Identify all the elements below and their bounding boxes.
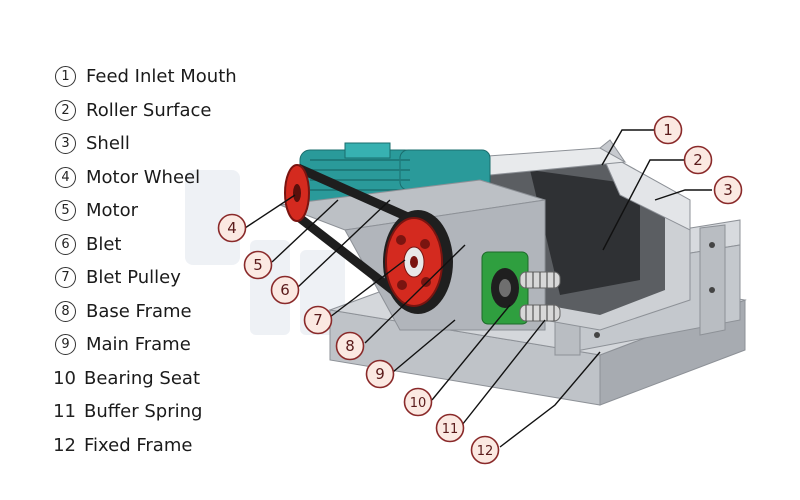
legend-number: 2: [55, 99, 76, 121]
legend-number: 1: [55, 66, 76, 88]
callout-4: 4: [217, 213, 247, 243]
legend-item: 1 Feed Inlet Mouth: [48, 60, 298, 94]
callout-number: 9: [375, 365, 385, 383]
leader-9: [392, 319, 456, 373]
callout-number: 3: [723, 181, 733, 199]
callout-circle: [683, 145, 713, 175]
callout-1: 1: [653, 115, 683, 145]
callout-number: 8: [345, 337, 355, 355]
callout-number: 5: [253, 256, 263, 274]
callout-circle: [403, 387, 433, 417]
leader-7: [329, 259, 406, 318]
legend-label: Bearing Seat: [84, 367, 200, 389]
legend-item: 8 Base Frame: [48, 295, 298, 329]
legend-item: 11 Buffer Spring: [48, 395, 298, 429]
leader-4: [244, 194, 296, 229]
legend-item: 10 Bearing Seat: [48, 362, 298, 396]
callout-circle: [243, 250, 273, 280]
callout-circle: [653, 115, 683, 145]
legend-item: 6 Blet: [48, 228, 298, 262]
legend-label: Motor Wheel: [86, 166, 201, 188]
callout-circle: [470, 435, 500, 465]
callout-number: 1: [663, 121, 673, 139]
legend-label: Base Frame: [86, 300, 192, 322]
legend-label: Main Frame: [86, 334, 191, 356]
callout-circle: [303, 305, 333, 335]
callout-number: 10: [410, 396, 427, 411]
legend-number: 7: [55, 267, 76, 289]
legend-number: 8: [55, 300, 76, 322]
callout-circle: [217, 213, 247, 243]
leader-11: [461, 319, 546, 426]
legend-item: 3 Shell: [48, 127, 298, 161]
callout-number: 2: [693, 151, 703, 169]
callout-circle: [435, 413, 465, 443]
leader-2: [602, 159, 685, 251]
leader-5: [271, 199, 339, 263]
leader-lines: [244, 129, 712, 448]
legend-number: 9: [55, 334, 76, 356]
belt-pulley: [383, 210, 453, 314]
motor-wheel: [284, 164, 310, 222]
leader-1: [601, 129, 658, 166]
legend-number: 10: [53, 367, 76, 389]
legend-label: Feed Inlet Mouth: [86, 66, 237, 88]
callout-circle: [713, 175, 743, 205]
legend-number: 3: [55, 133, 76, 155]
buffer-spring: [519, 271, 561, 322]
callout-number: 4: [227, 219, 237, 237]
callout-12: 12: [470, 435, 500, 465]
callout-number: 7: [313, 311, 323, 329]
legend-label: Motor: [86, 200, 139, 222]
legend-number: 4: [55, 166, 76, 188]
legend-item: 7 Blet Pulley: [48, 261, 298, 295]
legend-label: Blet: [86, 233, 122, 255]
legend-number: 11: [53, 401, 76, 423]
leader-8: [364, 244, 466, 344]
callout-9: 9: [365, 359, 395, 389]
callout-number: 12: [477, 444, 494, 459]
callout-circle: [365, 359, 395, 389]
callout-6: 6: [270, 275, 300, 305]
legend-number: 6: [55, 233, 76, 255]
legend-label: Buffer Spring: [84, 401, 203, 423]
callout-number: 6: [280, 281, 290, 299]
legend-label: Blet Pulley: [86, 267, 181, 289]
legend-label: Fixed Frame: [84, 434, 193, 456]
leader-12: [499, 351, 601, 448]
legend-number: 5: [55, 200, 76, 222]
legend-label: Roller Surface: [86, 99, 212, 121]
leader-3: [654, 189, 712, 201]
legend-item: 4 Motor Wheel: [48, 161, 298, 195]
legend-item: 12 Fixed Frame: [48, 429, 298, 463]
callout-2: 2: [683, 145, 713, 175]
callout-number: 11: [442, 422, 459, 437]
roller-surface: [530, 170, 640, 295]
leader-6: [297, 199, 391, 288]
bearing-seat: [481, 251, 529, 325]
legend-item: 9 Main Frame: [48, 328, 298, 362]
callout-11: 11: [435, 413, 465, 443]
callout-8: 8: [335, 331, 365, 361]
legend-label: Shell: [86, 133, 130, 155]
callout-circle: [270, 275, 300, 305]
callout-10: 10: [403, 387, 433, 417]
callout-7: 7: [303, 305, 333, 335]
legend-item: 2 Roller Surface: [48, 94, 298, 128]
callout-3: 3: [713, 175, 743, 205]
legend-number: 12: [53, 434, 76, 456]
leader-10: [431, 304, 511, 401]
callout-5: 5: [243, 250, 273, 280]
legend-item: 5 Motor: [48, 194, 298, 228]
callout-circle: [335, 331, 365, 361]
